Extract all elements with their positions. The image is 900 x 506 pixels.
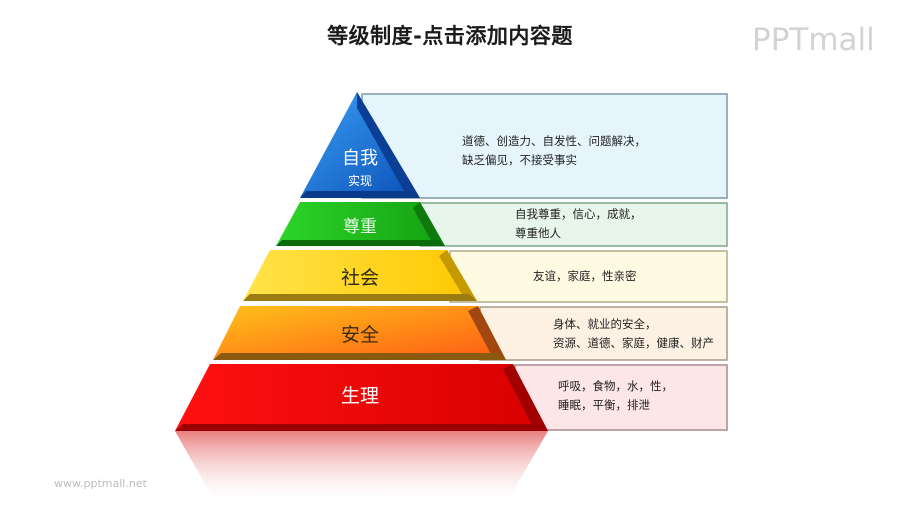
box-social[interactable] (449, 250, 728, 303)
layer-safety[interactable] (213, 306, 506, 360)
layer-physiological[interactable] (175, 364, 548, 431)
label-esteem: 尊重 (343, 217, 377, 237)
description-boxes (361, 93, 728, 431)
page-title: 等级制度-点击添加内容题 (327, 24, 573, 48)
description-line: 呼吸，食物，水，性， (558, 379, 673, 393)
description-line: 睡眠，平衡，排泄 (558, 398, 650, 412)
description-physiological: 呼吸，食物，水，性， 睡眠，平衡，排泄 (558, 377, 673, 415)
description-line: 自我尊重，信心，成就， (515, 207, 642, 221)
description-social: 友谊，家庭，性亲密 (533, 267, 637, 286)
box-physiological[interactable] (514, 364, 728, 431)
description-line: 尊重他人 (515, 226, 561, 240)
label-safety: 安全 (340, 324, 379, 346)
label-social: 社会 (340, 267, 379, 289)
label-self-actualization-line2: 实现 (347, 174, 372, 188)
description-line: 资源、道德、家庭，健康、财产 (553, 336, 714, 350)
layer-social[interactable] (243, 250, 477, 301)
description-esteem: 自我尊重，信心，成就， 尊重他人 (515, 205, 642, 243)
layer-esteem[interactable] (276, 202, 445, 246)
layer-self-actualization[interactable] (300, 92, 420, 198)
box-safety[interactable] (479, 306, 728, 361)
description-line: 道德、创造力、自发性、问题解决， (462, 134, 646, 148)
pptmall-logo: PPTmall (752, 22, 875, 58)
footer-url: www.pptmall.net (54, 477, 147, 490)
description-safety: 身体、就业的安全， 资源、道德、家庭，健康、财产 (553, 315, 714, 353)
description-self-actualization: 道德、创造力、自发性、问题解决， 缺乏偏见，不接受事实 (462, 132, 646, 170)
box-self-actualization[interactable] (361, 93, 728, 199)
description-line: 友谊，家庭，性亲密 (533, 269, 637, 283)
label-self-actualization: 自我 实现 (320, 148, 400, 189)
label-physiological: 生理 (340, 385, 379, 407)
description-line: 缺乏偏见，不接受事实 (462, 153, 577, 167)
pyramid-reflection (175, 431, 548, 500)
label-self-actualization-line1: 自我 (342, 148, 378, 169)
description-line: 身体、就业的安全， (553, 317, 657, 331)
